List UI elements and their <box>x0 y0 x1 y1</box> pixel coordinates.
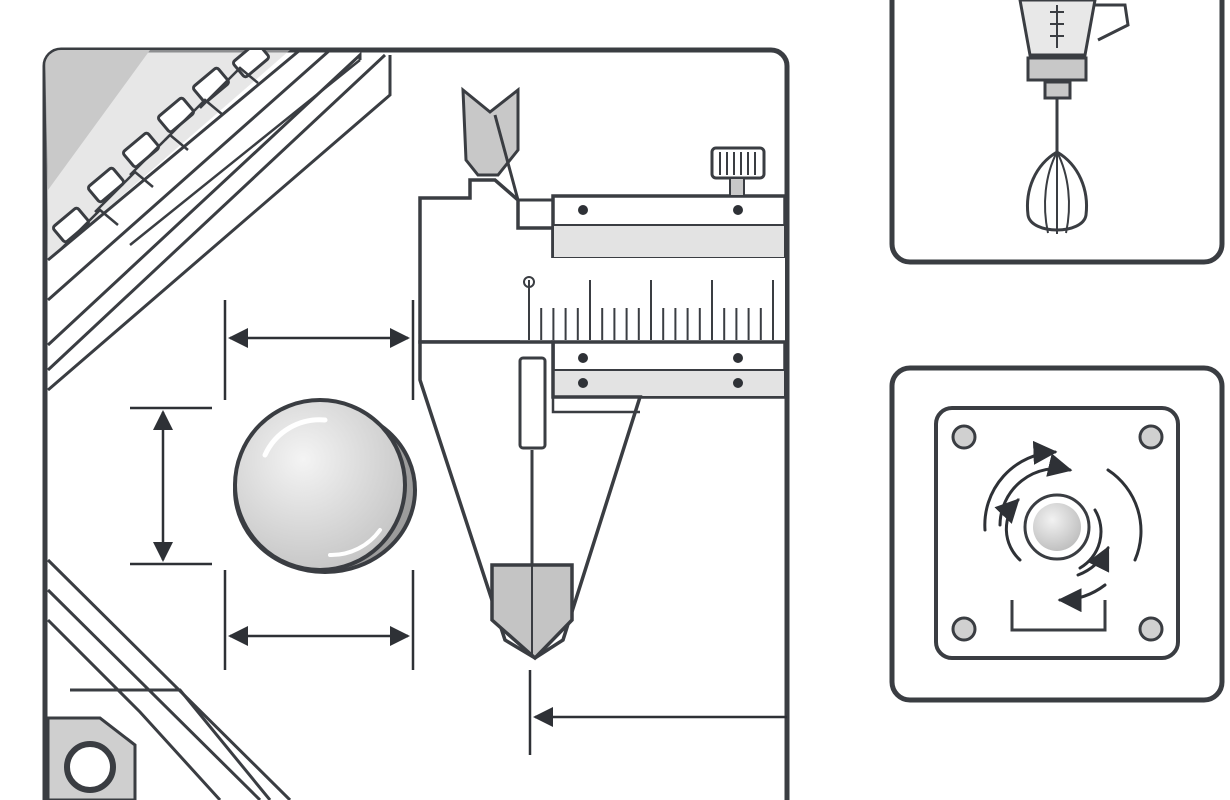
main-panel <box>42 47 790 800</box>
hand-mixer-icon <box>1018 0 1130 234</box>
circuit-trace-icon <box>45 50 392 800</box>
circular-part-icon <box>233 398 417 574</box>
mounting-hole-icon <box>46 716 137 800</box>
rotary-motor-panel <box>889 365 1225 703</box>
dimension-arrow-icon <box>130 300 787 755</box>
rotary-motor-icon <box>934 406 1180 660</box>
vernier-caliper-icon <box>418 86 787 661</box>
hand-mixer-panel <box>889 0 1225 265</box>
